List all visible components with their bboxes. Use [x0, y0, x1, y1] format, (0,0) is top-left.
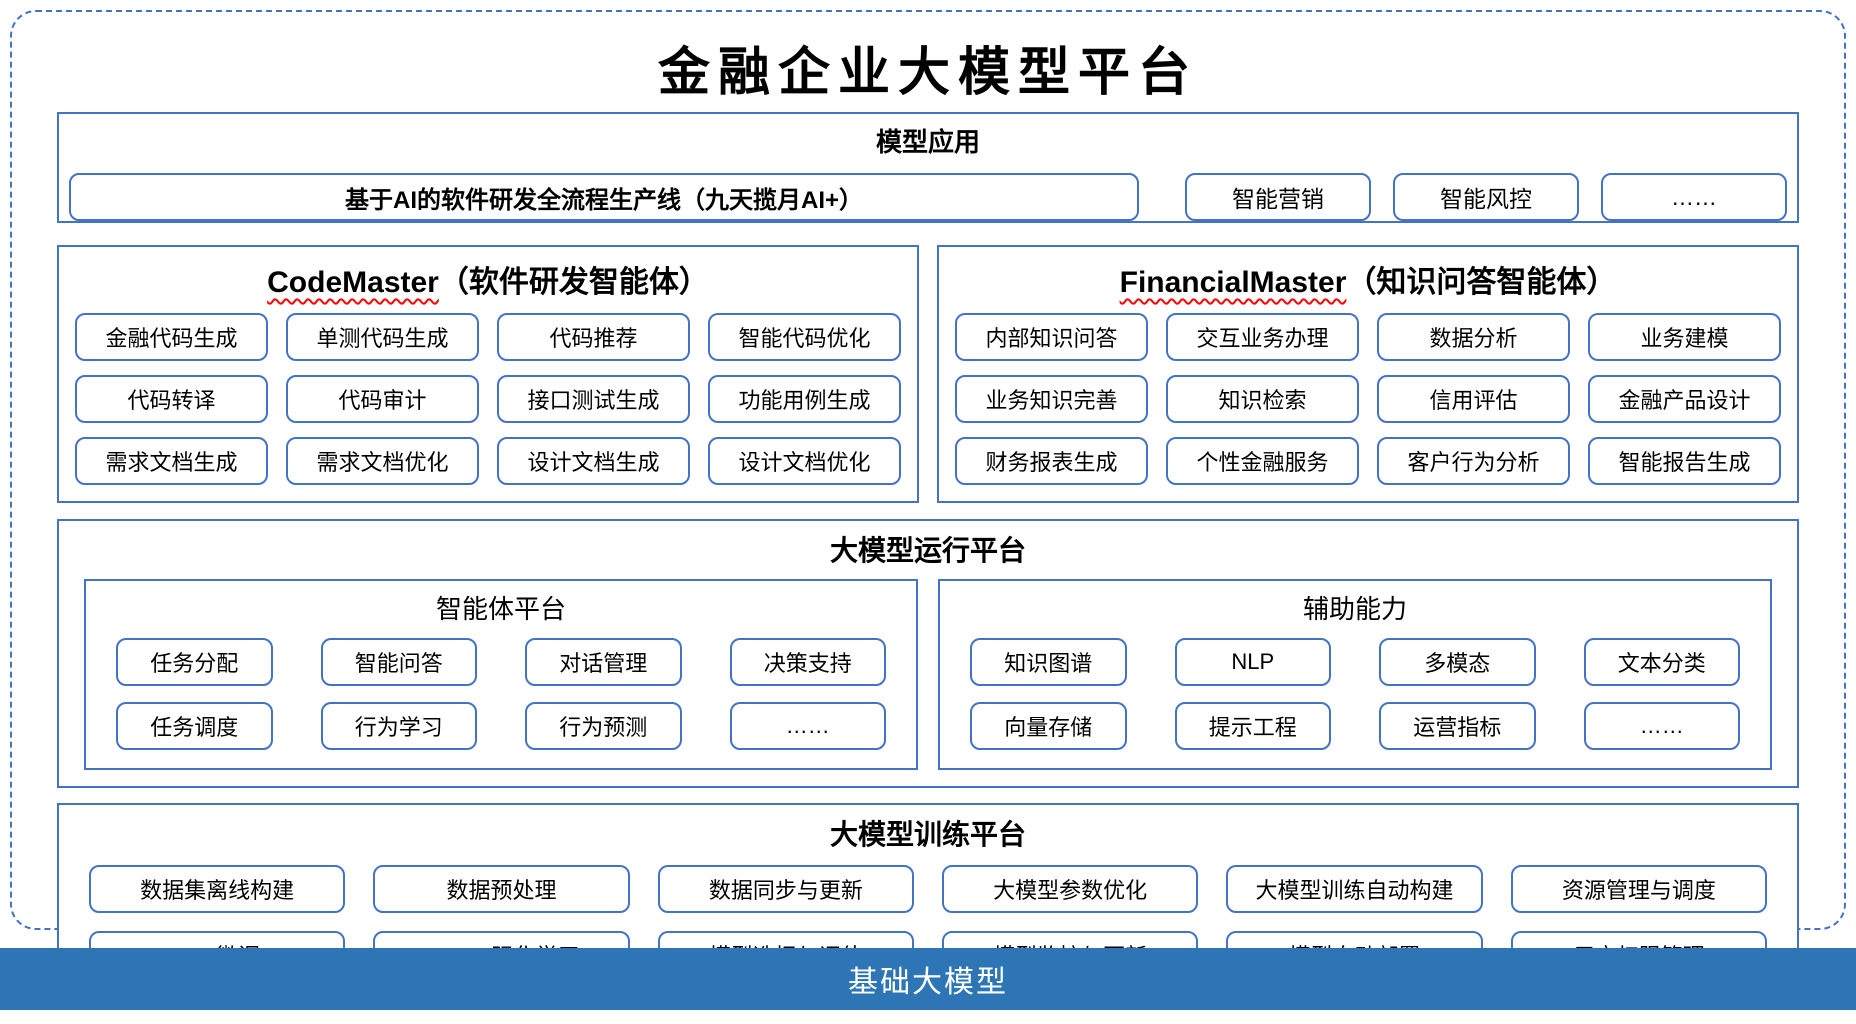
node-behavior-prediction: 行为预测 — [525, 702, 682, 750]
node-behavior-learning: 行为学习 — [320, 702, 477, 750]
node-task-scheduling: 任务调度 — [116, 702, 273, 750]
auxiliary-capability-panel: 辅助能力 知识图谱 NLP 多模态 文本分类 向量存储 提示工程 运营指标 …… — [938, 579, 1772, 770]
node-design-doc-gen: 设计文档生成 — [497, 437, 690, 485]
node-api-test-gen: 接口测试生成 — [497, 375, 690, 423]
node-interactive-business: 交互业务办理 — [1166, 313, 1359, 361]
node-code-translate: 代码转译 — [75, 375, 268, 423]
platform-diagram-frame: 金融企业大模型平台 模型应用 基于AI的软件研发全流程生产线（九天揽月AI+） … — [10, 10, 1846, 1001]
node-decision-support: 决策支持 — [729, 638, 886, 686]
node-design-doc-optimize: 设计文档优化 — [708, 437, 901, 485]
agent-platform-title: 智能体平台 — [435, 594, 566, 624]
node-dialog-management: 对话管理 — [525, 638, 682, 686]
codemaster-title: CodeMaster（软件研发智能体） — [59, 247, 917, 311]
node-knowledge-retrieval: 知识检索 — [1166, 375, 1359, 423]
codemaster-title-en: CodeMaster — [267, 266, 439, 299]
node-smart-code-optimize: 智能代码优化 — [708, 313, 901, 361]
codemaster-grid: 金融代码生成 单测代码生成 代码推荐 智能代码优化 代码转译 代码审计 接口测试… — [59, 311, 917, 485]
model-application-section: 模型应用 基于AI的软件研发全流程生产线（九天揽月AI+） 智能营销 智能风控 … — [57, 112, 1799, 223]
node-unit-test-code-gen: 单测代码生成 — [286, 313, 479, 361]
model-application-row: 基于AI的软件研发全流程生产线（九天揽月AI+） 智能营销 智能风控 …… — [59, 159, 1797, 221]
financialmaster-agent-box: FinancialMaster（知识问答智能体） 内部知识问答 交互业务办理 数… — [937, 245, 1799, 503]
node-internal-knowledge-qa: 内部知识问答 — [955, 313, 1148, 361]
node-resource-management: 资源管理与调度 — [1510, 865, 1767, 913]
node-auxiliary-more: …… — [1583, 702, 1740, 750]
node-data-preprocess: 数据预处理 — [373, 865, 630, 913]
node-more-apps: …… — [1601, 173, 1787, 221]
node-code-recommend: 代码推荐 — [497, 313, 690, 361]
node-req-doc-gen: 需求文档生成 — [75, 437, 268, 485]
node-smart-risk-control: 智能风控 — [1393, 173, 1579, 221]
node-business-knowledge: 业务知识完善 — [955, 375, 1148, 423]
node-customer-behavior-analysis: 客户行为分析 — [1377, 437, 1570, 485]
node-agent-more: …… — [729, 702, 886, 750]
codemaster-title-zh: （软件研发智能体） — [438, 266, 709, 299]
node-financial-code-gen: 金融代码生成 — [75, 313, 268, 361]
financialmaster-title: FinancialMaster（知识问答智能体） — [939, 247, 1797, 311]
node-financial-report-gen: 财务报表生成 — [955, 437, 1148, 485]
node-knowledge-graph: 知识图谱 — [970, 638, 1127, 686]
node-prompt-engineering: 提示工程 — [1174, 702, 1331, 750]
agents-row: CodeMaster（软件研发智能体） 金融代码生成 单测代码生成 代码推荐 智… — [57, 245, 1799, 503]
auxiliary-capability-title: 辅助能力 — [1302, 594, 1407, 624]
node-nlp: NLP — [1174, 638, 1331, 686]
node-smart-marketing: 智能营销 — [1185, 173, 1371, 221]
node-multimodal: 多模态 — [1379, 638, 1536, 686]
node-req-doc-optimize: 需求文档优化 — [286, 437, 479, 485]
node-smart-report-gen: 智能报告生成 — [1588, 437, 1781, 485]
runtime-panels: 智能体平台 任务分配 智能问答 对话管理 决策支持 任务调度 行为学习 行为预测… — [84, 579, 1772, 770]
node-code-audit: 代码审计 — [286, 375, 479, 423]
runtime-platform-header: 大模型运行平台 — [829, 535, 1026, 566]
node-personal-finance-service: 个性金融服务 — [1166, 437, 1359, 485]
node-task-assignment: 任务分配 — [116, 638, 273, 686]
node-credit-eval: 信用评估 — [1377, 375, 1570, 423]
financialmaster-grid: 内部知识问答 交互业务办理 数据分析 业务建模 业务知识完善 知识检索 信用评估… — [939, 311, 1797, 485]
node-smart-qa: 智能问答 — [320, 638, 477, 686]
model-application-header: 模型应用 — [875, 127, 980, 157]
agent-platform-grid: 任务分配 智能问答 对话管理 决策支持 任务调度 行为学习 行为预测 …… — [86, 636, 916, 750]
node-operation-metrics: 运营指标 — [1379, 702, 1536, 750]
training-platform-header: 大模型训练平台 — [829, 819, 1026, 850]
node-ai-pipeline: 基于AI的软件研发全流程生产线（九天揽月AI+） — [69, 173, 1139, 221]
node-text-classification: 文本分类 — [1583, 638, 1740, 686]
foundation-model-bar: 基础大模型 — [0, 948, 1856, 1010]
foundation-model-label: 基础大模型 — [848, 966, 1008, 999]
agent-platform-panel: 智能体平台 任务分配 智能问答 对话管理 决策支持 任务调度 行为学习 行为预测… — [84, 579, 918, 770]
node-vector-store: 向量存储 — [970, 702, 1127, 750]
runtime-platform-section: 大模型运行平台 智能体平台 任务分配 智能问答 对话管理 决策支持 任务调度 行… — [57, 519, 1799, 788]
node-function-case-gen: 功能用例生成 — [708, 375, 901, 423]
node-model-param-optimize: 大模型参数优化 — [942, 865, 1199, 913]
node-business-modeling: 业务建模 — [1588, 313, 1781, 361]
node-dataset-offline-build: 数据集离线构建 — [89, 865, 346, 913]
page-title: 金融企业大模型平台 — [657, 42, 1198, 103]
auxiliary-capability-grid: 知识图谱 NLP 多模态 文本分类 向量存储 提示工程 运营指标 …… — [940, 636, 1770, 750]
node-data-analysis: 数据分析 — [1377, 313, 1570, 361]
node-data-sync-update: 数据同步与更新 — [657, 865, 914, 913]
financialmaster-title-en: FinancialMaster — [1119, 266, 1347, 299]
financialmaster-title-zh: （知识问答智能体） — [1346, 266, 1617, 299]
node-financial-product-design: 金融产品设计 — [1588, 375, 1781, 423]
node-training-auto-build: 大模型训练自动构建 — [1226, 865, 1483, 913]
codemaster-agent-box: CodeMaster（软件研发智能体） 金融代码生成 单测代码生成 代码推荐 智… — [57, 245, 919, 503]
